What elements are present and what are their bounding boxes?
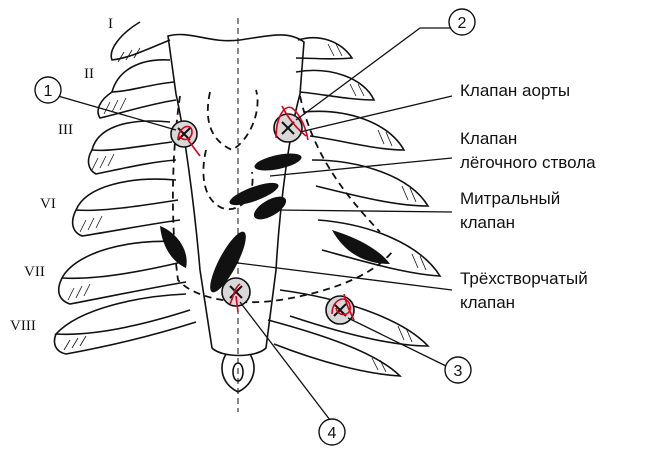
rib-left-4b [71,209,181,237]
leader-aorta [299,95,453,133]
rib-label-1: I [108,16,113,32]
rib-left-3 [91,120,173,152]
pulmonary-valve-shape [254,153,302,171]
rib-right-4 [311,159,430,207]
rib-left-6 [54,293,191,336]
red-mark-2 [275,105,309,141]
rib-label-3: III [58,122,73,138]
rib-label-6: VI [40,196,56,212]
rib-right-7 [267,319,403,377]
label-aortic-valve: Клапан аорты [460,81,570,100]
leader-tricuspid [229,261,453,291]
callout-2-number: 2 [458,15,467,32]
valves [210,153,302,293]
rib-label-8: VIII [10,318,36,334]
callout-3: 3 [444,356,472,384]
rib-hatching-right [327,43,427,373]
marker-point-4 [221,277,251,307]
leader-4 [239,301,331,421]
callout-4-number: 4 [328,425,337,442]
leader-pulmonary [269,157,453,177]
rib-right-1 [295,36,354,60]
label-tricuspid-line1: Трёхстворчатый [460,269,588,288]
red-mark-4 [229,283,241,313]
rib-label-2: II [84,66,94,82]
tricuspid-valve-shape [210,231,246,293]
aortic-valve-shape [229,182,279,206]
ribs-left [53,21,197,355]
rib-left-1 [110,21,171,61]
rib-left-2b [97,91,177,119]
ribs-right [267,36,442,377]
valve-labels: Клапан аорты Клапан лёгочного ствола Мит… [460,81,596,312]
red-mark-3 [331,293,355,321]
rib-numerals: I II III VI VII VIII [10,16,113,334]
leader-lines [57,27,460,421]
marker-point-2 [273,113,303,143]
red-mark-1 [177,125,201,157]
label-tricuspid-line2: клапан [460,293,515,312]
label-pulmonary-line2: лёгочного ствола [460,153,596,172]
sternum [167,33,305,393]
rib-hatching-left [63,47,141,351]
red-annotations [177,105,355,321]
heart-shadow [160,226,390,268]
label-pulmonary-line1: Клапан [460,129,517,148]
mitral-valve-shape [253,196,287,220]
callout-4: 4 [318,418,346,446]
callout-2: 2 [448,8,476,36]
rib-right-3 [303,110,406,151]
callout-1-number: 1 [44,83,53,100]
label-mitral-line1: Митральный [460,189,560,208]
rib-left-4 [74,178,179,212]
numbered-callouts: 1 2 3 4 [34,8,476,446]
rib-left-6b [53,321,197,355]
rib-left-5b [57,277,187,305]
rib-label-7: VII [24,264,45,280]
callout-3-number: 3 [454,363,463,380]
leader-1 [57,95,177,131]
rib-right-6 [279,289,430,347]
rib-right-5 [317,219,442,277]
rib-left-3b [87,149,177,175]
rib-right-2 [295,69,376,101]
leader-2 [295,27,460,121]
leader-3 [347,317,447,367]
rib-left-5 [60,240,183,280]
auscultation-markers [170,113,355,325]
marker-point-1 [170,120,198,148]
label-mitral-line2: клапан [460,213,515,232]
callout-1: 1 [34,76,62,104]
rib-left-2 [110,59,176,93]
leader-mitral [275,209,453,213]
